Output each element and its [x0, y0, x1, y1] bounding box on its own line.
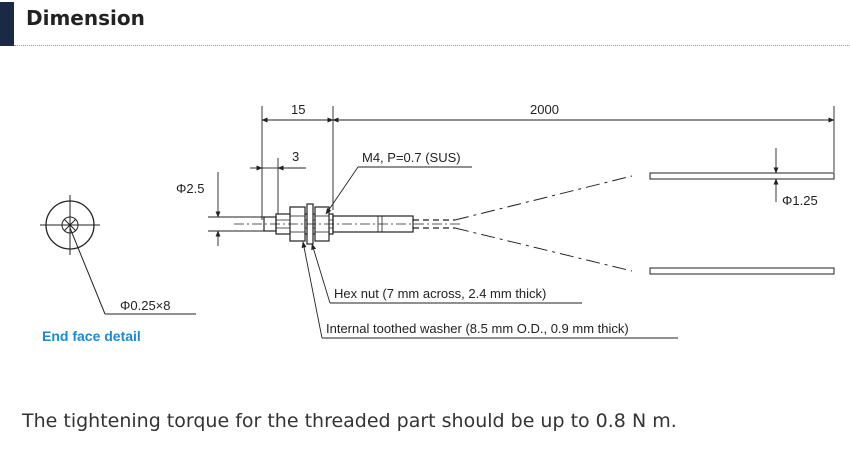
end-face-detail-label: End face detail	[42, 328, 141, 344]
header-accent-bar	[0, 2, 14, 46]
diameter-tip-dimension	[208, 172, 264, 246]
washer-label: Internal toothed washer (8.5 mm O.D., 0.…	[326, 321, 629, 336]
cable-upper	[649, 172, 835, 180]
dim-15-label: 15	[291, 102, 305, 117]
sensor-head	[234, 203, 462, 245]
washer-leader	[301, 241, 678, 339]
header-divider	[14, 45, 850, 46]
end-face-spec-label: Φ0.25×8	[120, 298, 171, 313]
length-dimensions	[250, 106, 835, 220]
dim-2000-label: 2000	[530, 102, 559, 117]
cable-lower-break	[454, 227, 633, 272]
dim-cable-diameter-label: Φ1.25	[782, 193, 818, 208]
end-face-diag-2	[63, 218, 77, 232]
cable-lower	[649, 267, 835, 275]
dimension-drawing: Φ0.25×8 End face detail	[40, 102, 835, 344]
cable-upper-break	[454, 175, 633, 221]
end-face-leader	[69, 227, 106, 315]
dimension-diagram: Φ0.25×8 End face detail	[0, 50, 850, 400]
hex-nut-leader	[311, 243, 582, 304]
dim-tip-diameter-label: Φ2.5	[176, 181, 204, 196]
end-face-detail	[40, 195, 196, 315]
thread-spec-label: M4, P=0.7 (SUS)	[362, 150, 461, 165]
hex-nut-label: Hex nut (7 mm across, 2.4 mm thick)	[334, 286, 546, 301]
dim-3-label: 3	[292, 149, 299, 164]
section-title: Dimension	[26, 6, 145, 30]
fiber-cables	[454, 172, 835, 275]
thread-spec-leader	[325, 166, 472, 215]
torque-note: The tightening torque for the threaded p…	[22, 410, 677, 432]
section-header: Dimension	[0, 0, 850, 50]
